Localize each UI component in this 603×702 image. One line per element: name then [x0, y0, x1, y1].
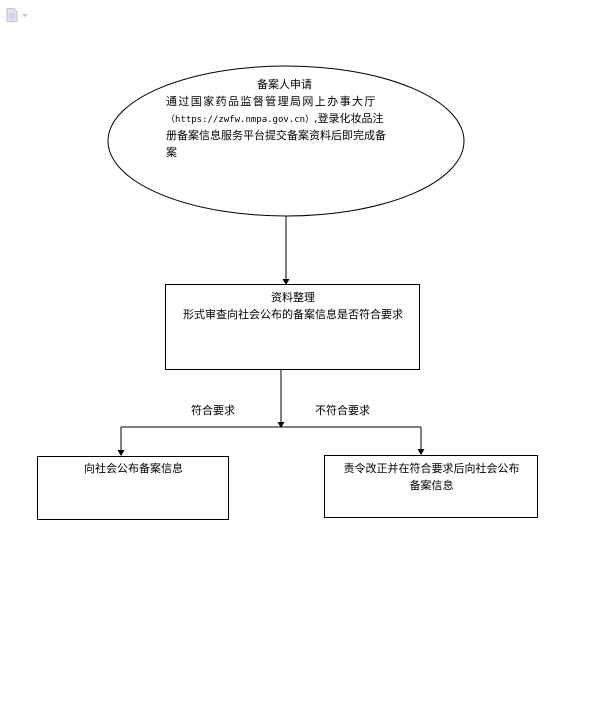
ellipse-line-4: 案	[166, 146, 177, 159]
ellipse-line-2: （https://zwfw.nmpa.gov.cn）,登录化妆品注	[166, 111, 384, 128]
review-line-1: 形式审查向社会公布的备案信息是否符合要求	[183, 308, 403, 321]
right-result-line-2: 备案信息	[409, 479, 454, 492]
ellipse-title: 备案人申请	[257, 78, 312, 91]
arrowhead-right-result	[417, 449, 425, 455]
ellipse-url: （https://zwfw.nmpa.gov.cn）	[166, 115, 315, 125]
right-result-line-1: 责令改正并在符合要求后向社会公布	[343, 462, 520, 475]
review-box	[165, 284, 420, 370]
branch-label-noncompliant: 不符合要求	[315, 404, 370, 417]
arrowhead-left-result	[117, 450, 125, 456]
review-title: 资料整理	[271, 291, 315, 304]
document-icon[interactable]	[6, 8, 32, 22]
ellipse-line-2-rest: ,登录化妆品注	[314, 112, 384, 125]
junction-arrowhead	[277, 422, 285, 428]
arrowhead-review	[282, 279, 290, 285]
branch-label-compliant: 符合要求	[191, 404, 235, 417]
right-result-box	[324, 455, 538, 518]
ellipse-line-1: 通过国家药品监督管理局网上办事大厅	[166, 95, 377, 108]
left-result-line-1: 向社会公布备案信息	[84, 462, 183, 475]
ellipse-line-3: 册备案信息服务平台提交备案资料后即完成备	[166, 129, 386, 142]
left-result-box	[37, 456, 229, 520]
